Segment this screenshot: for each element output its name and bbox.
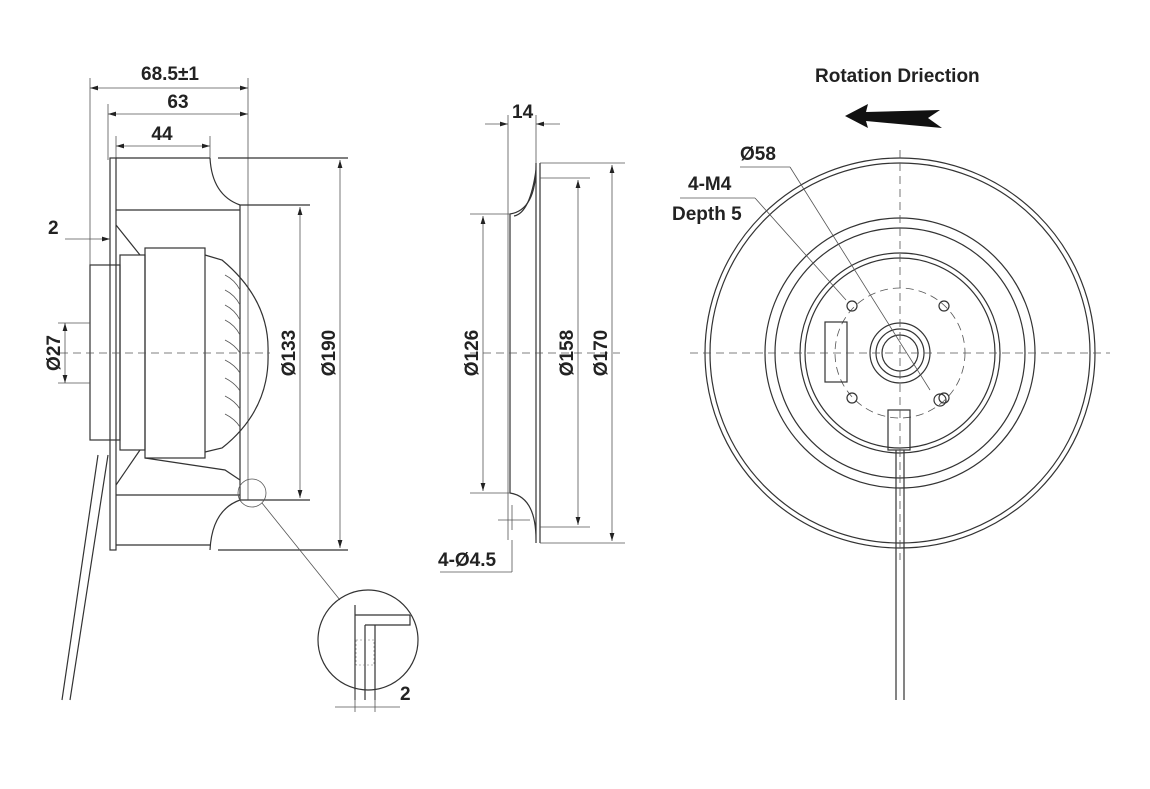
dim-overall-length: 68.5±1 [141, 64, 199, 85]
dim-shaft-diameter: Ø27 [44, 335, 65, 371]
dim-ring-width: 14 [512, 102, 534, 123]
dim-flange-thickness: 2 [48, 218, 59, 239]
dim-bolt-circle: Ø58 [740, 144, 776, 165]
inlet-ring-view: 14 Ø126 Ø158 Ø170 4-Ø4.5 [438, 102, 625, 573]
dim-throat-diameter: Ø126 [462, 330, 483, 376]
dim-mid-diameter: Ø158 [557, 330, 578, 376]
dim-outer-diameter: Ø190 [319, 330, 340, 376]
side-view: 68.5±1 63 44 2 Ø27 Ø133 Ø190 [44, 64, 419, 712]
front-view: Rotation Driection Ø58 4-M4 Depth 5 [672, 66, 1110, 700]
dim-ring-outer-diameter: Ø170 [591, 330, 612, 376]
dim-inlet-length: 44 [151, 124, 173, 145]
dim-depth: Depth 5 [672, 204, 742, 225]
rotation-arrow-icon [845, 104, 942, 128]
detail-circle [317, 589, 419, 691]
dim-inner-diameter: Ø133 [279, 330, 300, 376]
dim-thread: 4-M4 [688, 174, 732, 195]
dim-body-length: 63 [167, 92, 188, 113]
dim-holes: 4-Ø4.5 [438, 550, 497, 571]
rotation-label: Rotation Driection [815, 66, 980, 87]
detail-dim: 2 [400, 684, 411, 705]
